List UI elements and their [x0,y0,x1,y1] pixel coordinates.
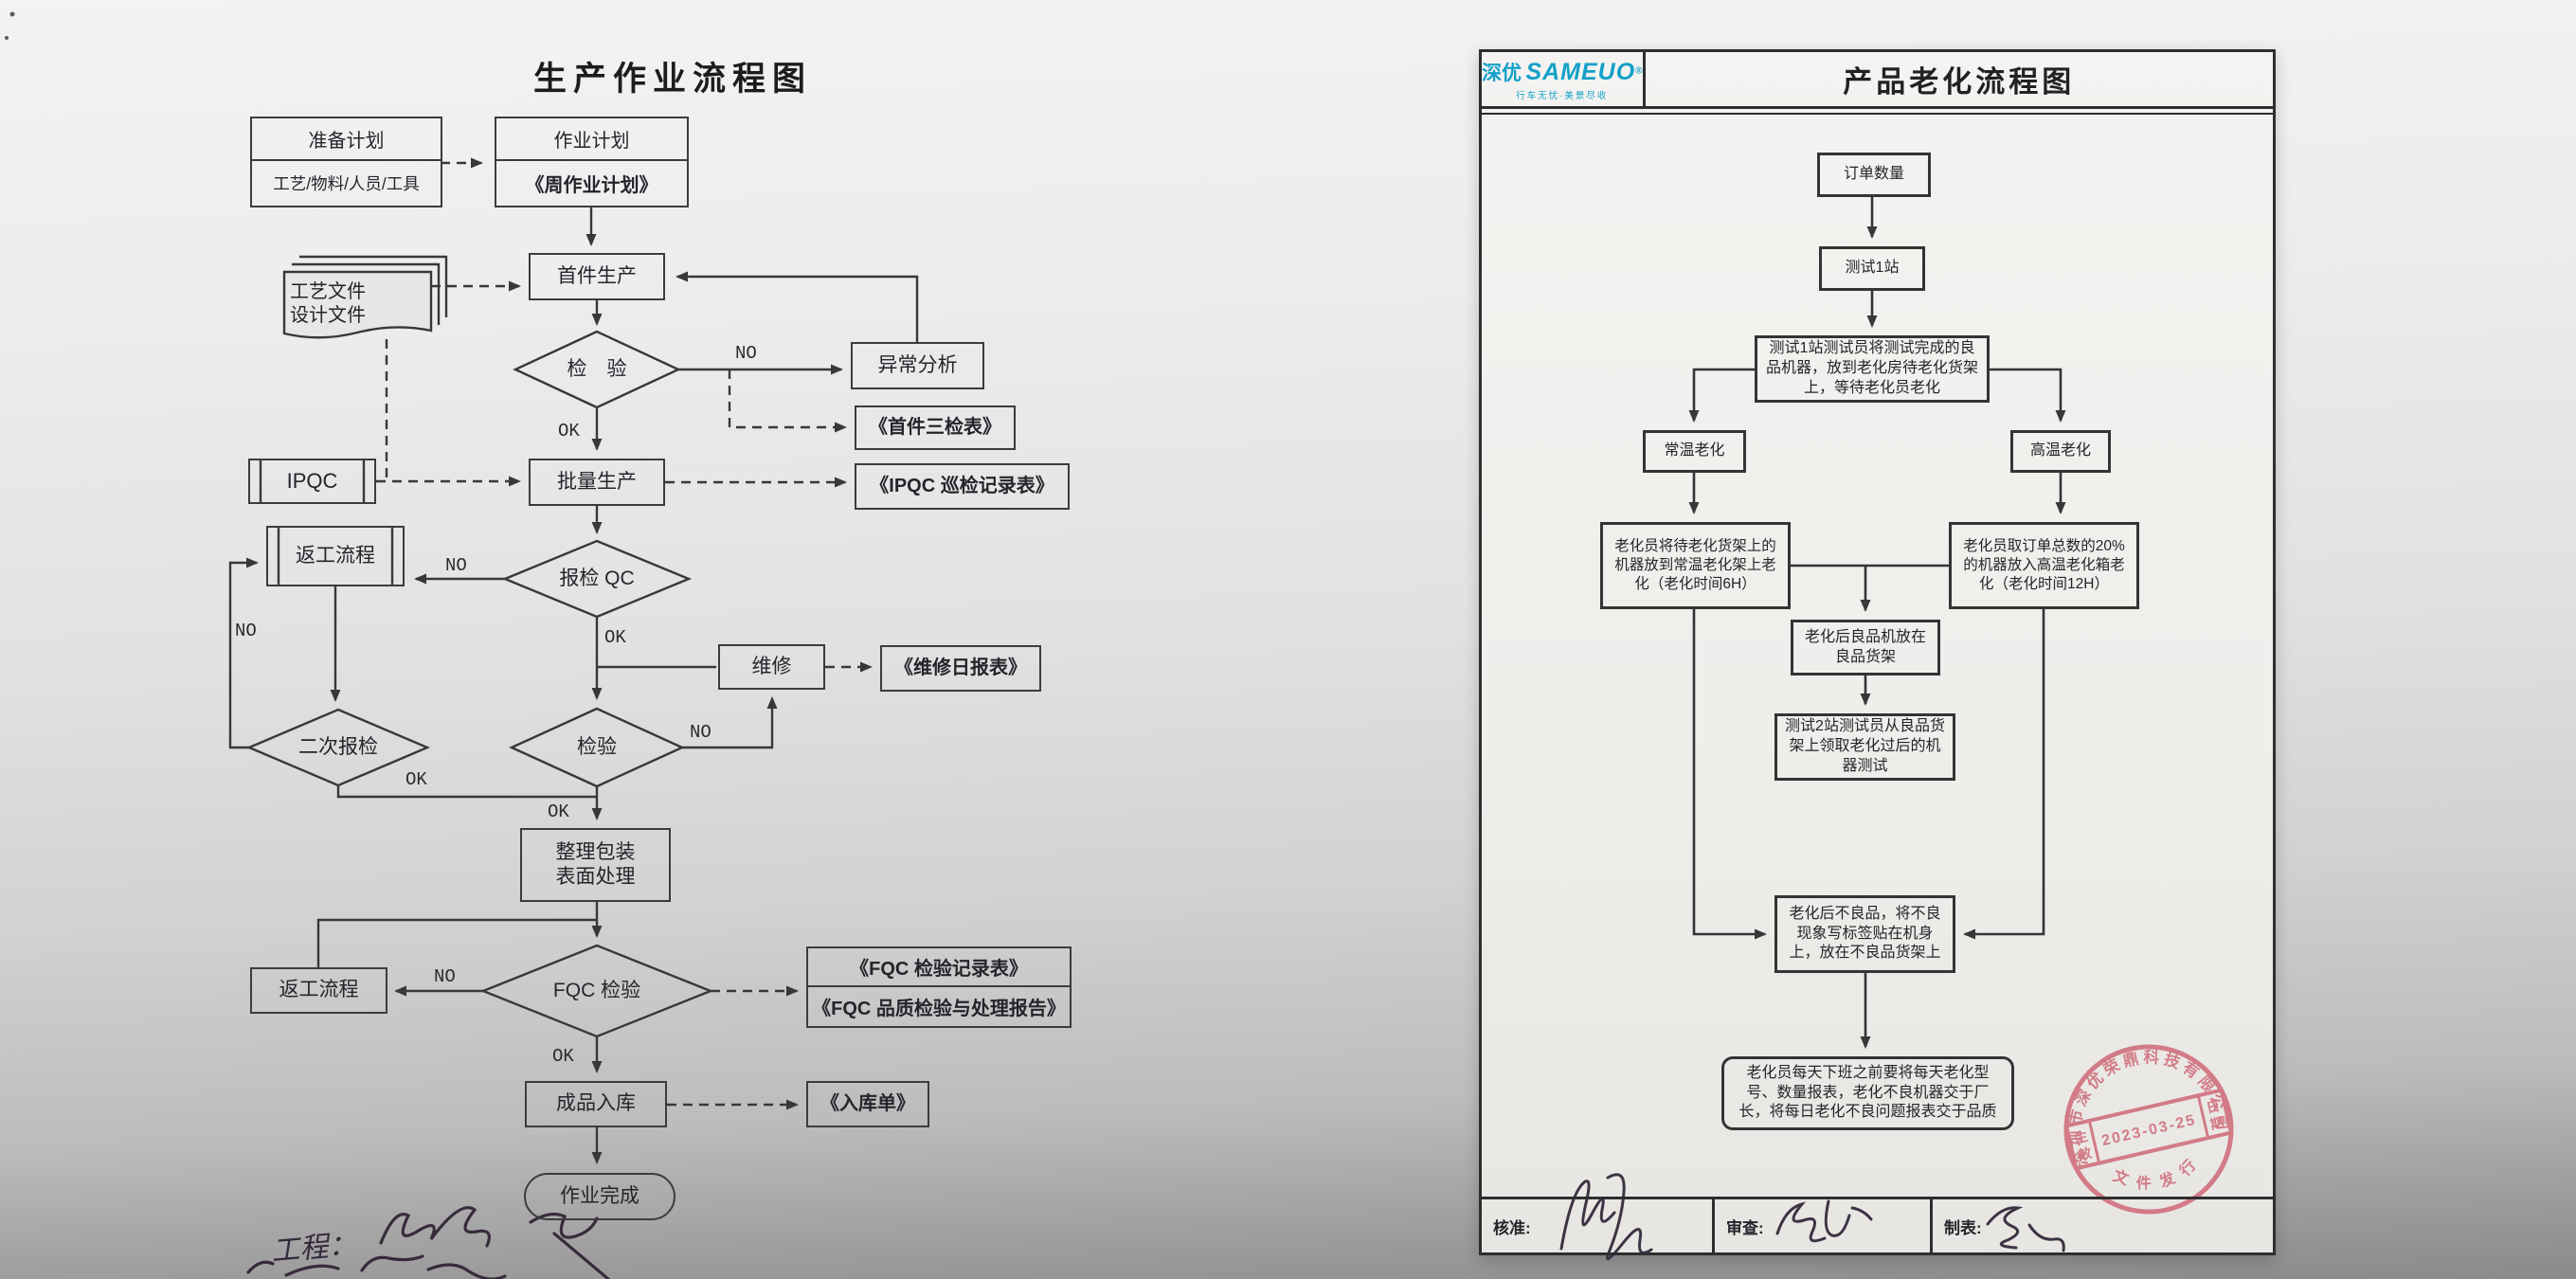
done-terminator: 作业完成 [524,1173,676,1220]
stockin-form-box: 《入库单》 [806,1081,929,1127]
ipqc-form-box: 《IPQC 巡检记录表》 [855,463,1070,510]
approve-signature [1559,1173,1653,1261]
first-article-box: 首件生产 [529,253,665,300]
no-label-2: NO [445,555,467,576]
approve-label: 核准: [1493,1218,1531,1237]
packing-line2: 表面处理 [555,866,636,888]
right-flow-lines [1688,197,2066,1049]
right-chart-header: 深优 SAMEUO® 行车无忧·美景尽收 产品老化流程图 [1482,52,2273,109]
work-plan-title: 作业计划 [496,118,687,162]
bad-product-box: 老化后不良品，将不良现象写标签贴在机身上，放在不良品货架上 [1774,895,1955,973]
prepare-label: 制表: [1944,1218,1982,1237]
no-label-5: NO [434,966,456,987]
fqc-forms-box: 《FQC 检验记录表》 《FQC 品质检验与处理报告》 [806,946,1072,1028]
test1-detail-box: 测试1站测试员将测试完成的良品机器，放到老化房待老化货架上，等待老化员老化 [1755,335,1990,403]
review-label: 审查: [1726,1218,1764,1237]
ipqc-box: IPQC [248,459,376,504]
right-chart-title-cell: 产品老化流程图 [1646,52,2273,106]
prep-plan-detail: 工艺/物料/人员/工具 [273,174,420,194]
no-label-1: NO [735,343,757,364]
test2-detail-box: 测试2站测试员从良品货架上领取老化过后的机器测试 [1774,713,1955,781]
packing-line1: 整理包装 [555,840,636,863]
brand-tagline: 行车无忧·美景尽收 [1516,90,1609,101]
docs-line1: 工艺文件 [290,280,366,302]
work-plan-doc: 《周作业计划》 [525,175,658,197]
header-double-rule [1482,113,2273,115]
predefined-process-bars [259,459,394,586]
rework1-box: 返工流程 [266,526,405,586]
prepare-cell: 制表: [1930,1199,2273,1252]
decision-diamonds [245,330,714,1038]
abnormal-analysis-box: 异常分析 [851,342,984,389]
no-label-4: NO [690,722,712,743]
first3-form-box: 《首件三检表》 [855,405,1016,450]
prepare-signature [1986,1206,2065,1252]
brand-logo-text: 深优 SAMEUO® [1482,58,1643,86]
stock-in-box: 成品入库 [525,1081,667,1127]
process-design-docs: 工艺文件 设计文件 [290,278,423,330]
repair-box: 维修 [718,644,825,690]
logo-cn: 深优 [1482,62,1522,84]
brand-logo: 深优 SAMEUO® 行车无忧·美景尽收 [1482,52,1646,106]
work-plan-box: 作业计划 《周作业计划》 [495,117,689,207]
batch-production-box: 批量生产 [529,459,665,506]
prep-plan-title: 准备计划 [252,118,441,162]
document-stack-shape [282,255,448,339]
fqc-form1: 《FQC 检验记录表》 [808,948,1070,987]
fqc-form2: 《FQC 品质检验与处理报告》 [812,998,1066,1019]
daily-report-box: 老化员每天下班之前要将每天老化型号、数量报表，老化不良机器交于厂长，将每日老化不… [1721,1056,2014,1130]
normal-aging-detail-box: 老化员将待老化货架上的机器放到常温老化架上老化（老化时间6H） [1600,522,1791,609]
high-aging-detail-box: 老化员取订单总数的20%的机器放入高温老化箱老化（老化时间12H） [1949,522,2139,609]
ok-label-5: OK [552,1046,574,1067]
inspect1-diamond-label: 检 验 [567,357,627,380]
photo-specks [5,11,15,40]
logo-en: SAMEUO [1525,58,1636,85]
stamp-left-char2: 效 [2077,1144,2094,1162]
stamp-left-char1: 生 [2073,1128,2089,1146]
inspect2-diamond-label: 检验 [577,735,617,758]
good-shelf-box: 老化后良品机放在良品货架 [1791,620,1940,676]
ok-label-2: OK [604,627,626,648]
left-flow-lines [228,157,919,1164]
handwritten-annotation-scribbles [246,1206,610,1279]
review-signature [1775,1199,1873,1243]
high-aging-box: 高温老化 [2010,430,2111,473]
handwritten-annotation-text: 工程： [270,1229,358,1268]
right-chart-title: 产品老化流程图 [1843,65,2076,99]
qc-report-diamond-label: 报检 QC [559,567,635,589]
rework2-box: 返工流程 [250,967,387,1014]
stamp-bottom-arc: 文件发行 [2107,1146,2210,1202]
normal-aging-box: 常温老化 [1643,430,1746,473]
ok-label-1: OK [558,421,580,441]
footer-signatures [1559,1173,2065,1261]
ok-label-3: OK [405,769,427,790]
right-chart-footer: 核准: 审查: 制表: [1479,1197,2276,1255]
repair-form-box: 《维修日报表》 [880,645,1041,692]
svg-text:文件发行: 文件发行 [2107,1146,2210,1202]
no-label-3: NO [235,621,257,641]
right-chart-paper-frame: 深优 SAMEUO® 行车无忧·美景尽收 产品老化流程图 [1479,49,2276,1255]
packing-box: 整理包装 表面处理 [520,828,671,902]
fqc-diamond-label: FQC 检验 [552,979,641,1001]
order-qty-box: 订单数量 [1817,153,1931,197]
stamp-right-char2: 期 [2208,1114,2225,1132]
stamp-right-char1: 日 [2205,1098,2221,1116]
left-chart-title: 生产作业流程图 [532,61,812,98]
docs-line2: 设计文件 [290,304,366,326]
second-inspect-diamond-label: 二次报检 [298,735,378,758]
review-cell: 审查: [1712,1199,1930,1252]
test1-box: 测试1站 [1819,246,1925,291]
approve-cell: 核准: [1482,1199,1712,1252]
registered-mark-icon: ® [1635,65,1643,77]
prep-plan-box: 准备计划 工艺/物料/人员/工具 [250,117,442,207]
ok-label-4: OK [548,802,569,822]
